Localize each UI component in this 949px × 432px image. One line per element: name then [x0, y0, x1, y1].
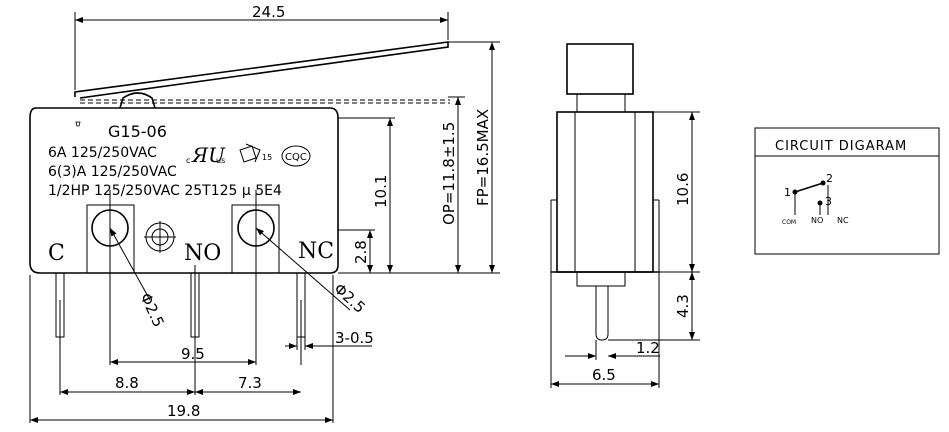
side-terminal-base [576, 271, 626, 287]
ul-mark-icon: c ЯU us [186, 143, 226, 167]
circuit-diagram: CIRCUIT DIGARAM 1 2 3 COM NO NC [754, 127, 940, 255]
pin-nc [296, 272, 306, 338]
dim-terminal-width: 3-0.5 [335, 329, 374, 347]
com-label: COM [782, 219, 796, 226]
dim-fp: FP=16.5MAX [474, 109, 492, 206]
rating-line-2: 6(3)A 125/250VAC [48, 164, 177, 180]
actuator-button [566, 43, 634, 95]
pin-c [55, 272, 65, 338]
dim-side-height: 10.6 [674, 173, 692, 206]
circuit-box [754, 127, 940, 255]
terminal-nc-label: NC [298, 239, 334, 264]
pin-1-label: 1 [784, 186, 791, 199]
switch-body [29, 107, 339, 274]
pin-2-label: 2 [826, 172, 833, 185]
svg-text:15: 15 [262, 153, 272, 162]
side-body [556, 111, 654, 273]
svg-text:CQC: CQC [285, 152, 307, 163]
front-view: G15-06 6A 125/250VAC 6(3)A 125/250VAC 1/… [29, 3, 500, 423]
dim-side-width: 6.5 [592, 366, 616, 384]
lever-arm [74, 41, 449, 99]
svg-text:c: c [186, 156, 190, 165]
dim-op: OP=11.8±1.5 [440, 122, 458, 225]
enec-mark-icon: 15 [239, 143, 272, 163]
side-terminal-pin [595, 286, 609, 341]
dim-c-to-no: 8.8 [115, 374, 139, 392]
pin-no [190, 272, 200, 338]
model-label: G15-06 [108, 122, 167, 141]
dim-side-terminal-w: 1.2 [636, 339, 660, 357]
actuator-base [576, 93, 626, 113]
dim-side-terminal-len: 4.3 [674, 294, 692, 318]
rating-line-1: 6A 125/250VAC [48, 145, 157, 161]
dim-overall-length: 24.5 [252, 3, 285, 21]
cqc-mark-icon: CQC [281, 145, 311, 167]
nc-label: NC [837, 216, 849, 225]
no-label: NO [811, 216, 823, 225]
terminal-no-label: NO [184, 241, 221, 266]
circuit-title: CIRCUIT DIGARAM [775, 139, 907, 154]
side-view: 10.6 4.3 1.2 6.5 [550, 43, 700, 388]
dim-no-to-nc: 7.3 [238, 374, 262, 392]
lever-pivot [119, 92, 156, 109]
dim-height-10-1: 10.1 [372, 175, 390, 208]
dim-hole-dia-left: Φ2.5 [136, 290, 167, 330]
terminal-c-label: C [48, 241, 65, 266]
pin-3-label: 3 [825, 195, 832, 208]
rating-line-3: 1/2HP 125/250VAC 25T125 μ 5E4 [48, 183, 282, 199]
dim-body-length: 19.8 [167, 402, 200, 420]
svg-text:ЯU: ЯU [191, 143, 226, 167]
dim-c-to-nc: 9.5 [181, 345, 205, 363]
svg-text:us: us [216, 156, 225, 165]
dim-height-2-8: 2.8 [352, 240, 370, 264]
